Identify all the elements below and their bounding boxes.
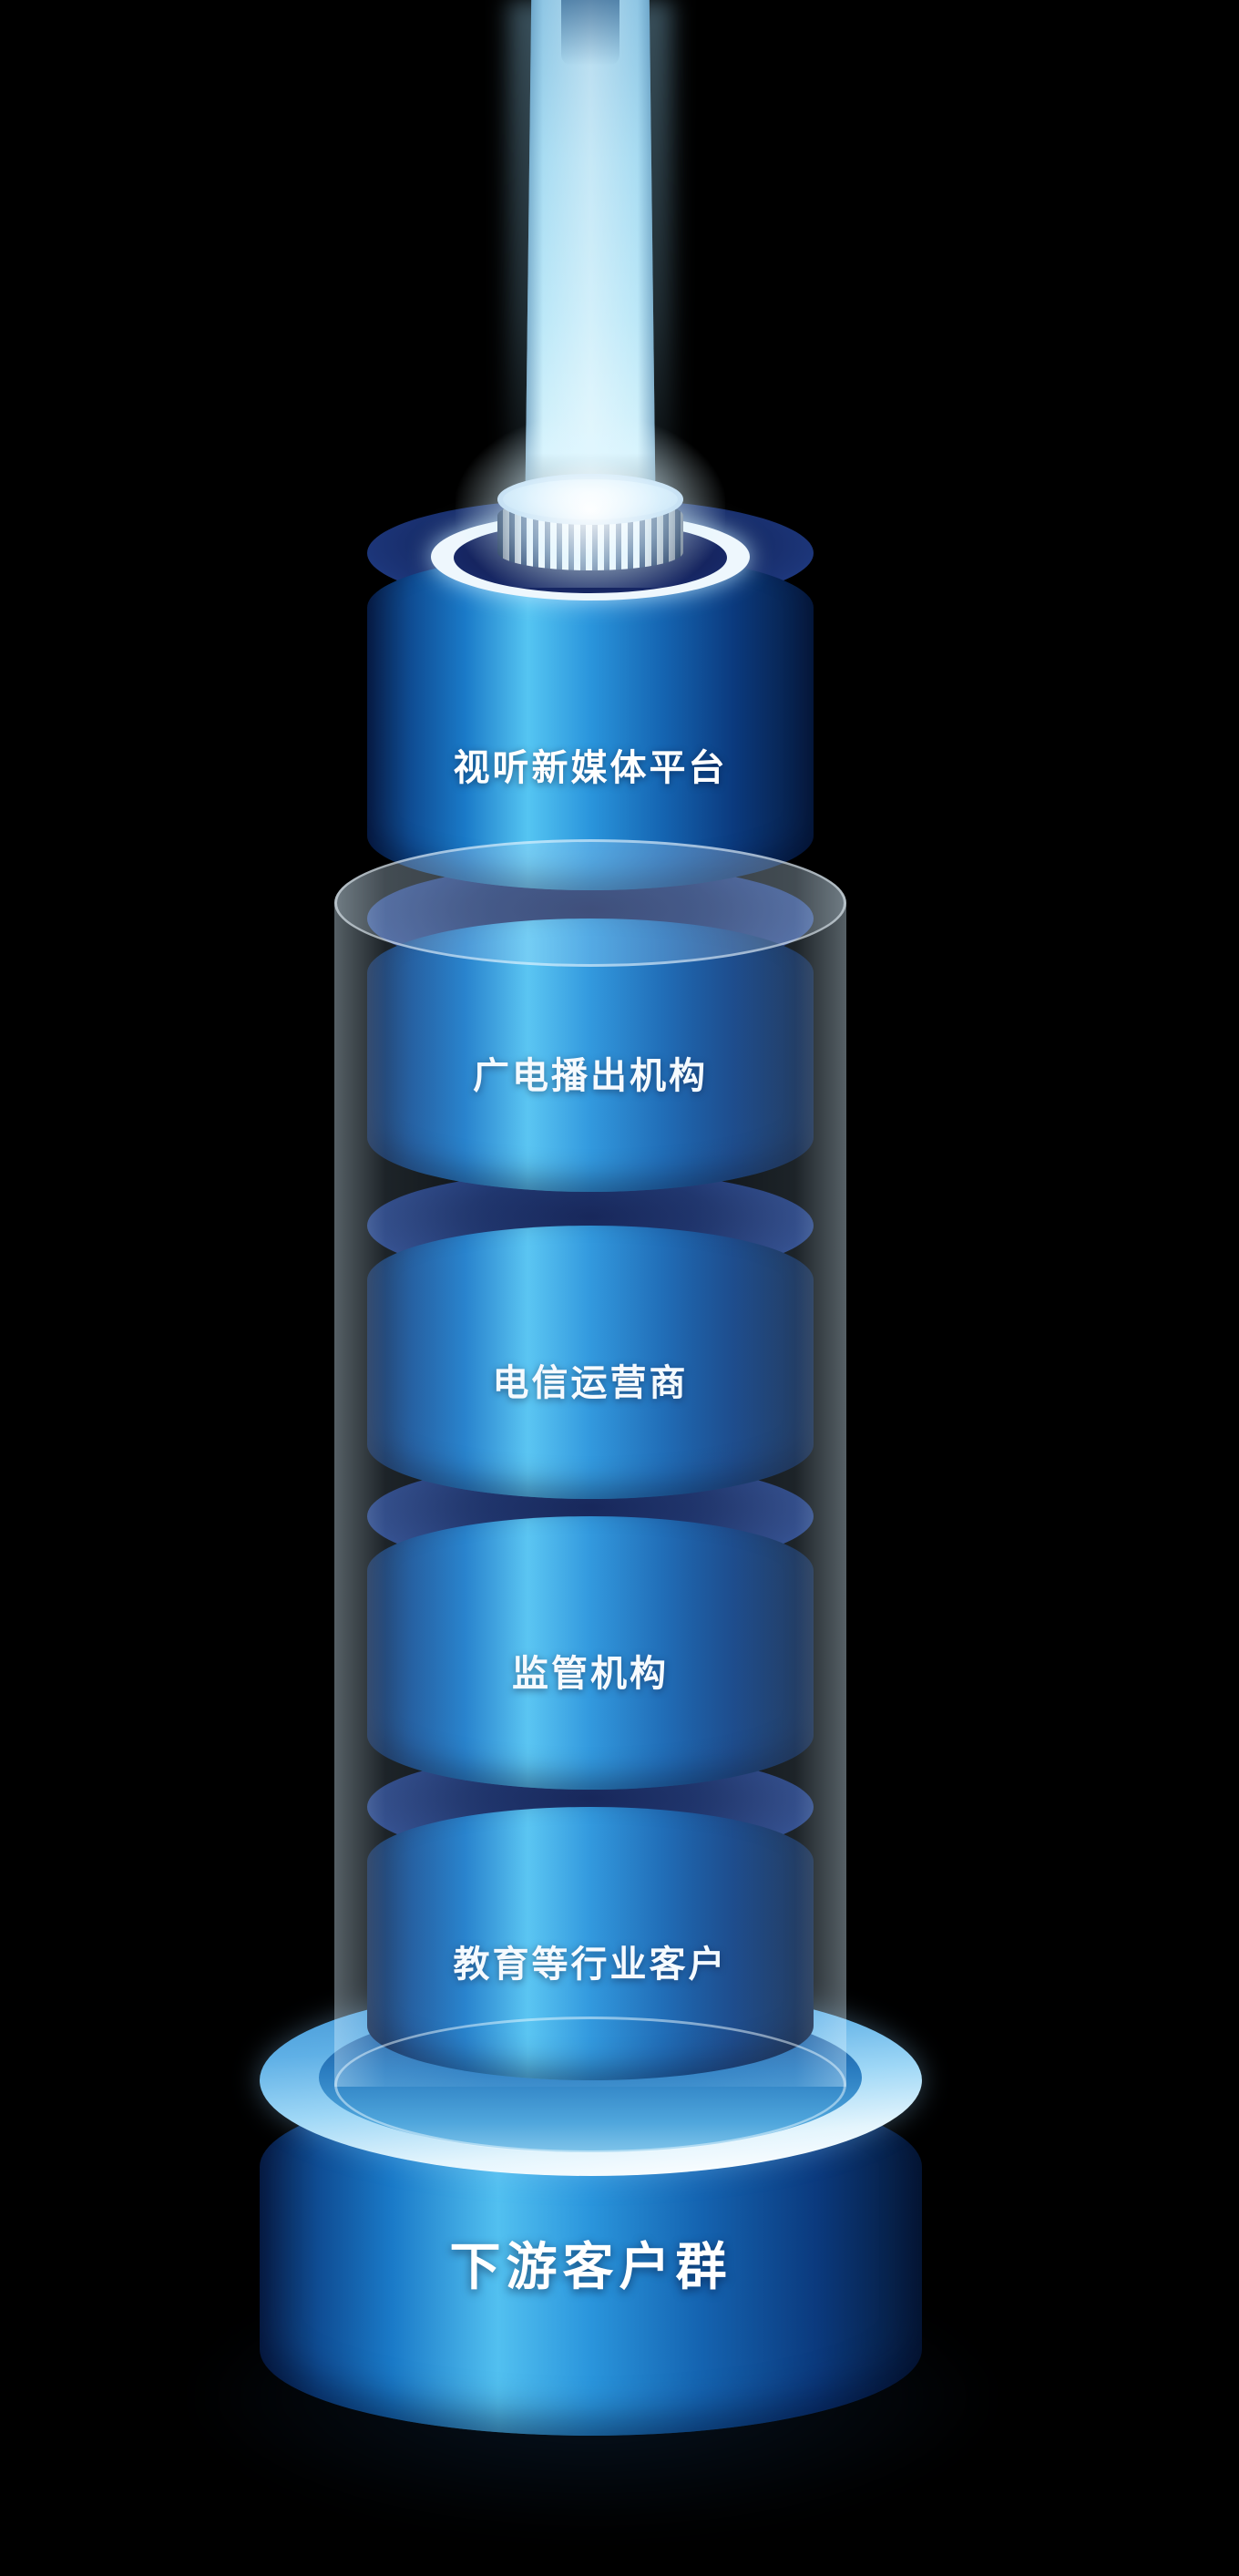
segment-side	[367, 1807, 814, 2080]
segment-label: 教育等行业客户	[453, 1945, 728, 1985]
light-beam-source	[561, 0, 620, 66]
cylinder-segment: 监管机构	[367, 1462, 814, 1790]
segment-side	[367, 1226, 814, 1499]
cylinder-segment-top: 视听新媒体平台	[367, 474, 814, 890]
ribbed-cap	[497, 474, 683, 594]
segment-side	[367, 553, 814, 890]
cylinder-segment: 广电播出机构	[367, 864, 814, 1192]
cylinder-segment: 电信运营商	[367, 1171, 814, 1499]
segment-label: 监管机构	[512, 1654, 669, 1694]
light-beam	[525, 0, 656, 533]
base-label: 下游客户群	[449, 2238, 732, 2295]
segment-side	[367, 1516, 814, 1790]
segment-label: 视听新媒体平台	[453, 748, 728, 788]
cylinder-segment: 教育等行业客户	[367, 1752, 814, 2080]
segment-label: 广电播出机构	[473, 1056, 708, 1096]
segment-label: 电信运营商	[492, 1363, 689, 1403]
ribbed-cap-top	[497, 474, 683, 525]
